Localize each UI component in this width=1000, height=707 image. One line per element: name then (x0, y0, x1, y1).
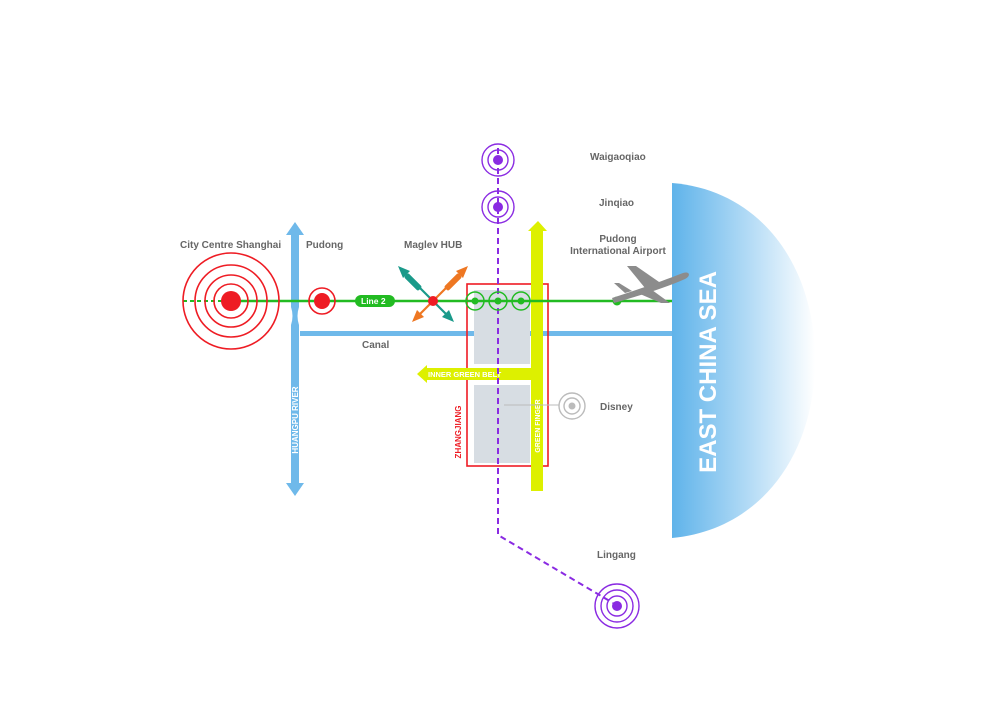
inner-green-belt-arrow (417, 365, 532, 383)
disney-label: Disney (600, 402, 633, 413)
green-finger-label: GREEN FINGER (535, 399, 542, 452)
jinqiao-target-rings-icon (481, 190, 515, 224)
airport-label-line1: Pudong (599, 234, 636, 245)
huangpu-river-arrow (286, 222, 304, 496)
city-centre-label: City Centre Shanghai (180, 240, 281, 251)
inner-green-belt-label: INNER GREEN BELT (428, 370, 502, 379)
huangpu-river-label: HUANGPU RIVER (291, 386, 300, 453)
green-station-rings (465, 291, 531, 311)
zhangjiang-label: ZHANGJIANG (454, 406, 463, 459)
canal-label: Canal (362, 340, 389, 351)
airplane-icon (612, 266, 689, 303)
pudong-dot (314, 293, 330, 309)
waigaoqiao-target-rings-icon (481, 143, 515, 177)
maglev-orange-arrow-icon (412, 266, 468, 322)
east-china-sea-shape (672, 183, 815, 538)
lingang-target-rings-icon (594, 583, 640, 629)
east-china-sea-label: EAST CHINA SEA (695, 271, 722, 473)
waigaoqiao-label: Waigaoqiao (590, 152, 646, 163)
maglev-teal-arrow-icon (398, 266, 454, 322)
lingang-label: Lingang (597, 550, 636, 561)
line2-badge (355, 295, 395, 307)
pudong-ring (308, 287, 336, 315)
city-centre-target-rings-icon (182, 252, 280, 350)
disney-target-rings-icon (558, 392, 586, 420)
jinqiao-label: Jinqiao (599, 198, 634, 209)
airport-label-line2: International Airport (570, 246, 666, 257)
maglev-hub-dot (428, 296, 438, 306)
line2-label: Line 2 (361, 296, 386, 306)
pudong-label: Pudong (306, 240, 343, 251)
city-centre-dot (221, 291, 241, 311)
maglev-hub-label: Maglev HUB (404, 240, 462, 251)
zhangjiang-zone-bottom (474, 385, 530, 463)
green-finger-arrow (528, 221, 547, 491)
